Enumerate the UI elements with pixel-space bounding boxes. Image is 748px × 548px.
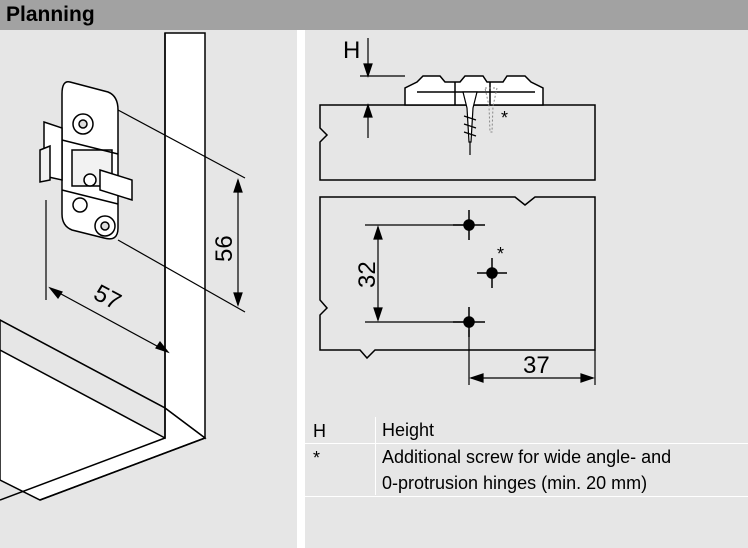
legend-value-line1: Additional screw for wide angle- and xyxy=(382,447,672,467)
section-title: Planning xyxy=(6,3,95,26)
legend-row-asterisk: * Additional screw for wide angle- and 0… xyxy=(305,444,748,497)
isometric-drawing: 57 56 xyxy=(0,32,246,501)
spacing-dimension-label: 32 xyxy=(354,261,381,288)
legend-value: Height xyxy=(382,420,435,440)
panel-separator xyxy=(297,30,305,548)
side-panel-section xyxy=(319,104,596,181)
depth-dimension xyxy=(45,200,170,354)
mounting-plate-isometric-panel: 57 56 xyxy=(0,30,297,548)
asterisk-top-label: * xyxy=(501,108,508,128)
front-panel-section xyxy=(319,196,596,360)
mounting-plate-profile-icon xyxy=(404,75,544,106)
vertical-dimension xyxy=(117,109,246,313)
cabinet-side-panel xyxy=(164,32,206,440)
section-header: Planning xyxy=(0,0,748,30)
asterisk-bottom-label: * xyxy=(497,244,504,264)
spacing-dimension xyxy=(365,224,465,323)
edge-dimension xyxy=(468,330,596,385)
additional-screw-icon xyxy=(484,87,498,133)
mounting-plate-icon xyxy=(39,81,133,240)
height-dimension xyxy=(360,38,405,138)
height-label: H xyxy=(343,37,360,64)
legend-key: H xyxy=(313,421,326,441)
drilling-plan-panel: * H xyxy=(305,30,748,548)
depth-dimension-label: 57 xyxy=(89,279,125,315)
legend-value-line2: 0-protrusion hinges (min. 20 mm) xyxy=(382,473,648,493)
drill-hole-middle xyxy=(477,258,507,288)
screw-icon xyxy=(462,91,478,155)
edge-dimension-label: 37 xyxy=(523,352,550,379)
legend-key: * xyxy=(313,448,321,468)
legend-row-height: H Height xyxy=(305,417,748,444)
vertical-dimension-label: 56 xyxy=(211,235,238,262)
drilling-diagram: * H xyxy=(319,37,596,385)
legend-column-divider xyxy=(375,417,376,495)
